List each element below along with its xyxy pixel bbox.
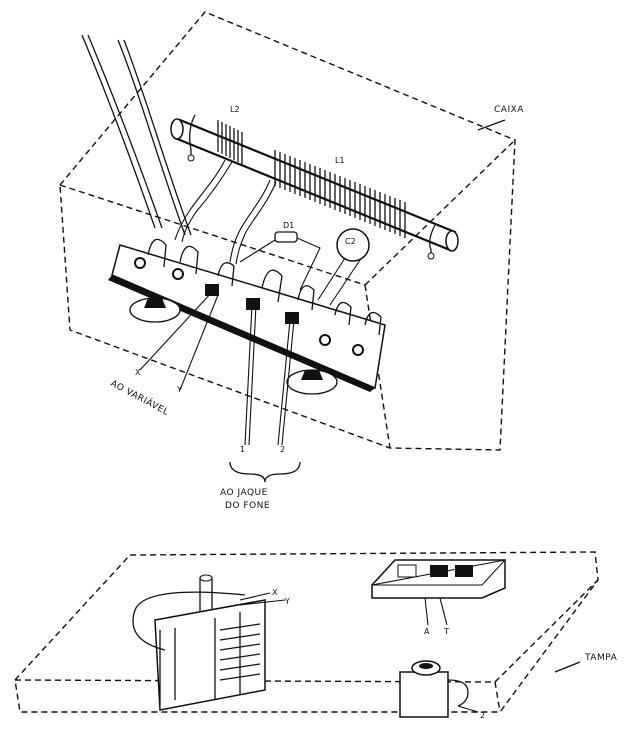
label-tampa: TAMPA bbox=[584, 653, 618, 663]
antenna-wires bbox=[81, 34, 192, 236]
tampa-arrow bbox=[554, 661, 581, 673]
label-do-fone: DO FONE bbox=[225, 501, 270, 511]
terminal-lugs bbox=[147, 238, 382, 336]
label-2-bottom: 2 bbox=[480, 711, 485, 720]
twisted-coil-wires bbox=[174, 159, 277, 265]
label-x-bottom: X bbox=[272, 588, 278, 597]
mounting-screw-left bbox=[129, 297, 181, 323]
label-x-top: X bbox=[135, 368, 141, 377]
antenna-terminal-block bbox=[371, 559, 507, 626]
label-y-bottom: Y bbox=[284, 597, 290, 606]
label-l2: L2 bbox=[230, 105, 240, 114]
label-d1: D1 bbox=[283, 221, 294, 230]
caixa-arrow bbox=[477, 119, 506, 131]
coil-l2-windings bbox=[217, 120, 243, 164]
label-caixa: CAIXA bbox=[494, 105, 524, 115]
output-wires bbox=[139, 291, 295, 446]
label-a: A bbox=[424, 627, 430, 636]
label-l1: L1 bbox=[335, 156, 345, 165]
coil-l1-windings bbox=[274, 150, 406, 238]
label-t: T bbox=[443, 627, 449, 636]
fone-bracket bbox=[229, 461, 301, 483]
phone-jack bbox=[399, 660, 479, 718]
ferrite-rod-coil bbox=[170, 114, 459, 260]
terminal-rivets bbox=[134, 257, 364, 356]
mounting-screw-right bbox=[286, 369, 338, 395]
capacitor-c2 bbox=[317, 228, 370, 306]
label-ao-variavel: AO VARIÁVEL bbox=[109, 377, 172, 418]
label-ao-jaque: AO JAQUE bbox=[220, 488, 268, 498]
capacitor-plates bbox=[219, 623, 261, 681]
label-c2: C2 bbox=[345, 237, 356, 246]
variable-capacitor bbox=[132, 574, 286, 711]
label-1-top: 1 bbox=[240, 445, 245, 454]
diode-d1 bbox=[239, 231, 321, 291]
label-y-top: Y bbox=[176, 385, 182, 394]
label-2-top: 2 bbox=[280, 445, 285, 454]
tampa-lid bbox=[14, 551, 599, 713]
